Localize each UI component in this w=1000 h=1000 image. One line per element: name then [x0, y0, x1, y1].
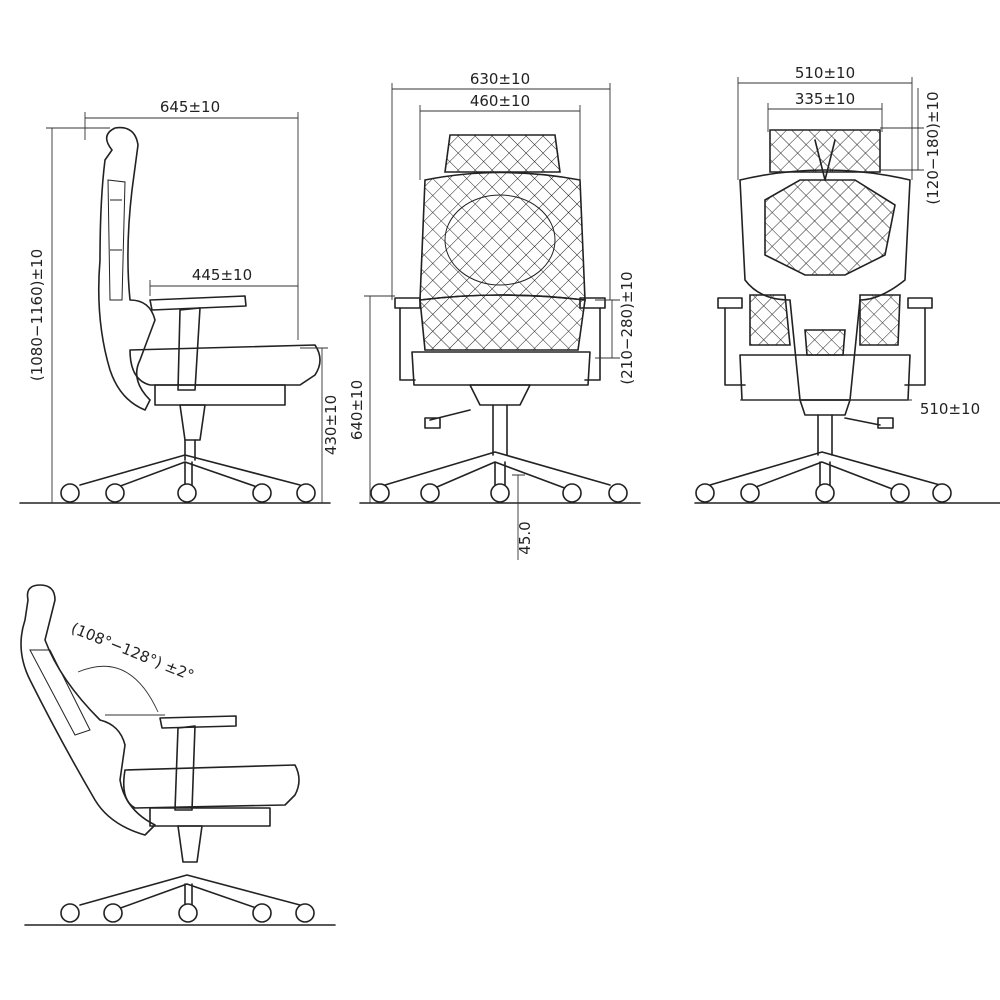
dim-headrest-range: (120−180)±10	[924, 91, 942, 204]
dim-overall-depth: 645±10	[160, 98, 220, 116]
side-view: 645±10 445±10 (1080−1160)±10 430±10	[19, 98, 340, 504]
dim-recline-angle: (108°−128°) ±2°	[69, 619, 197, 685]
chair-side	[60, 126, 321, 503]
dim-back-width: 460±10	[470, 92, 530, 110]
dim-seat-width: 510±10	[920, 400, 980, 418]
dim-armrest-depth: 445±10	[192, 266, 252, 284]
dim-overall-width: 630±10	[470, 70, 530, 88]
chair-rear	[695, 129, 952, 503]
dim-headrest-width: 335±10	[795, 90, 855, 108]
dim-armrest-height: 640±10	[348, 380, 366, 440]
recline-view: (108°−128°) ±2°	[20, 584, 336, 926]
chair-front	[370, 134, 628, 503]
dim-armrest-range: (210−280)±10	[618, 271, 636, 384]
chair-reclined	[20, 584, 315, 923]
dim-overall-height: (1080−1160)±10	[28, 249, 46, 381]
dim-rear-back-width: 510±10	[795, 64, 855, 82]
front-view: 630±10 460±10 (210−280)±10 640±10 45.0	[348, 70, 641, 560]
dim-gas-lift: 45.0	[516, 521, 534, 554]
dim-seat-height: 430±10	[322, 395, 340, 455]
rear-view: 510±10 335±10 (120−180)±10 510±10	[694, 64, 1000, 504]
